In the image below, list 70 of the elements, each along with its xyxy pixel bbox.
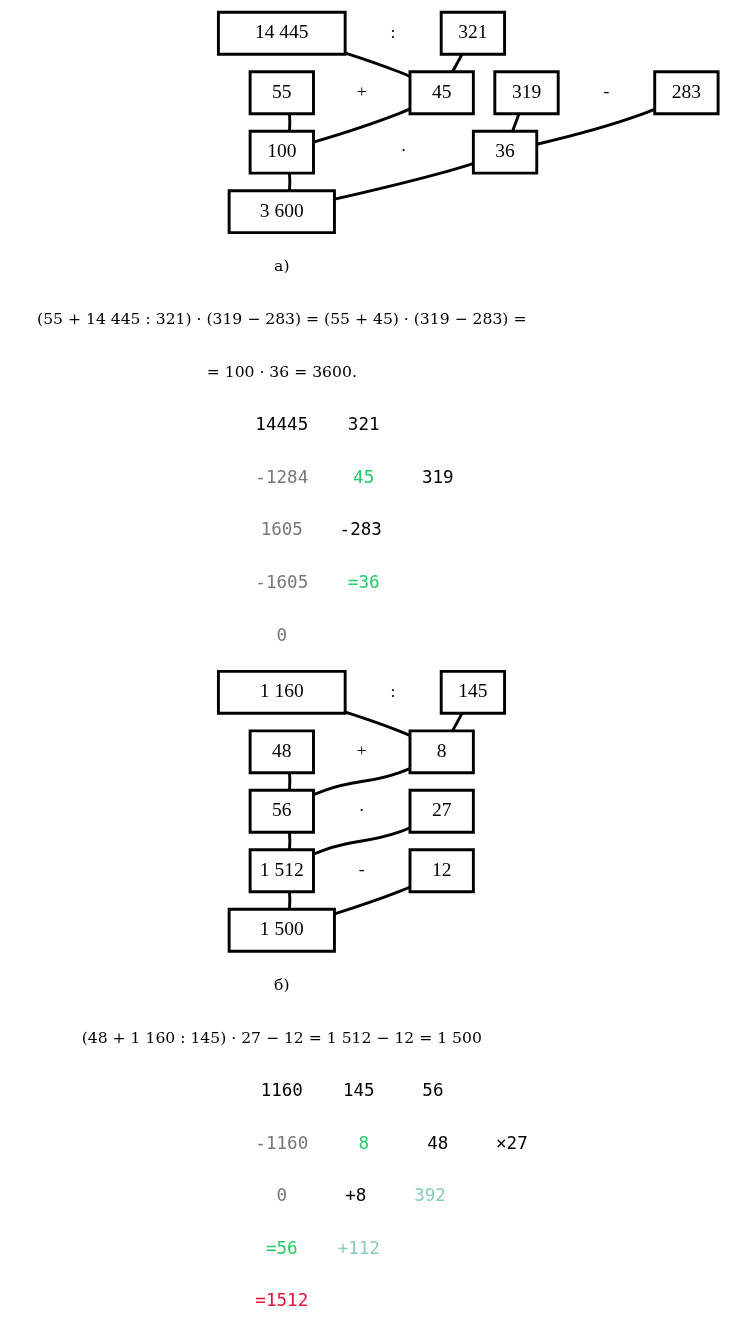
label: (48 + 1 160 : 145) · 27 − 12 = 1 512 − 12 = 1 500 [81,1028,482,1047]
node-box: 48 [248,729,315,775]
label: · [358,799,365,820]
node-box: 56 [248,788,315,834]
label: 1605 [260,519,303,540]
label: -1605 [255,571,309,592]
connector [345,51,411,78]
node-box: 14 445 [216,10,347,56]
connector [288,173,292,191]
label: 321 [347,413,380,434]
label: -283 [339,519,382,540]
label: · [400,140,407,161]
label: (55 + 14 445 : 321) · (319 − 283) = (55 + 45) · (319 − 283) = [37,310,527,329]
node-box: 3 600 [227,189,336,235]
label: 56 [422,1079,444,1100]
label: 8 [358,1132,369,1153]
label: 1160 [260,1079,303,1100]
label: 0 [276,1185,288,1206]
label: =36 [347,571,380,592]
label: б) [274,975,290,994]
label: а) [274,257,290,276]
connector [313,107,411,144]
label: = 100 · 36 = 3600. [206,362,357,381]
label: ×27 [496,1132,528,1153]
label: + [356,80,367,101]
label: 145 [342,1079,375,1100]
label: : [390,21,396,42]
node-box: 8 [408,729,475,775]
connector [334,162,474,201]
node-box: 319 [493,70,560,116]
label: +8 [345,1185,367,1206]
node-box: 145 [439,669,507,715]
label: =1512 [255,1290,309,1311]
label: =56 [265,1237,298,1258]
label: +112 [337,1237,380,1258]
node-box: 1 160 [216,669,347,715]
label: + [356,740,367,761]
node-box: 100 [248,129,315,175]
label: -1284 [255,466,309,487]
connector [288,832,292,850]
node-box: 36 [471,129,539,175]
connector [288,772,292,791]
label: 14445 [255,413,309,434]
label: : [390,680,396,701]
node-box: 1 500 [227,907,336,953]
label: 45 [353,466,375,487]
label: - [603,80,610,101]
label: - [358,859,365,880]
connector [313,826,411,856]
connector [511,113,521,132]
label: -1160 [255,1132,309,1153]
node-box: 27 [408,788,475,834]
connector [313,767,411,796]
node-box: 283 [653,70,720,116]
node-box: 55 [248,70,315,116]
label: 48 [427,1132,449,1153]
label: 319 [421,466,454,487]
connector [288,113,292,132]
connector [451,712,464,732]
label: 392 [414,1185,446,1206]
connector [451,53,464,73]
connector [536,108,655,146]
connector [334,885,411,916]
connector [345,710,411,737]
node-box: 45 [408,70,475,116]
connector [288,891,292,910]
node-box: 321 [439,10,507,56]
node-box: 12 [408,848,475,894]
label: 0 [276,624,288,645]
node-box: 1 512 [248,848,315,894]
